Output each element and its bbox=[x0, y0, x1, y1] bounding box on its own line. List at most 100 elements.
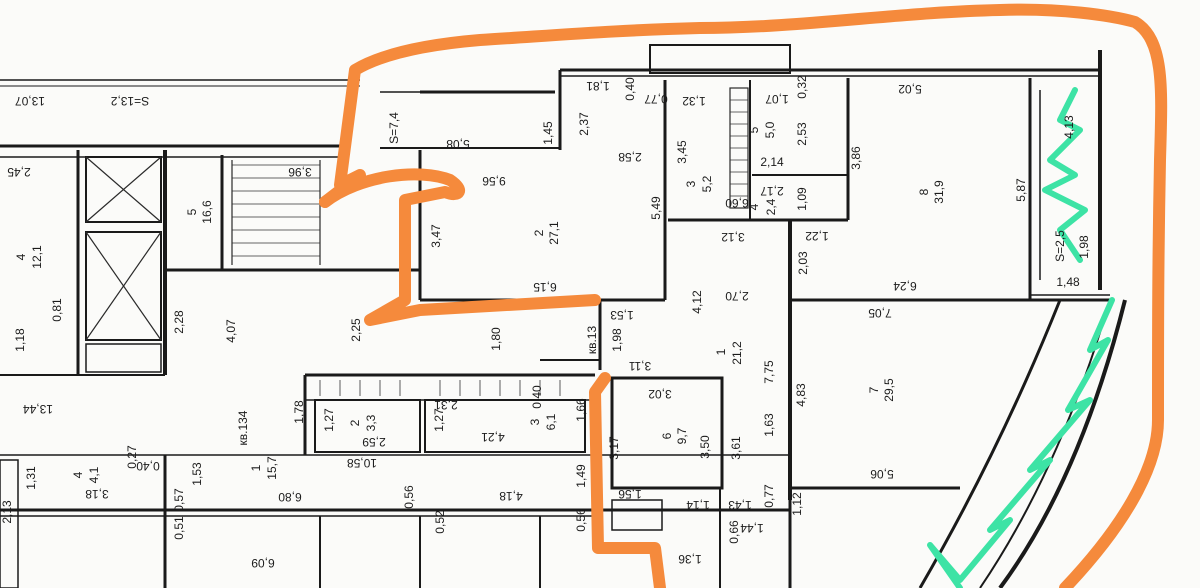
dimension-label: 2,59 bbox=[362, 435, 386, 449]
dimension-label: 6,09 bbox=[251, 556, 275, 570]
dimension-label: 12,1 bbox=[30, 245, 44, 269]
dimension-label: 6,15 bbox=[533, 280, 557, 294]
dimension-label: 7,05 bbox=[868, 306, 892, 320]
orange-outline bbox=[319, 3, 1168, 588]
dimension-label: 2,13 bbox=[0, 500, 14, 524]
room-number: 4 bbox=[14, 253, 28, 260]
dimension-label: 3,17 bbox=[607, 436, 621, 460]
dimension-label: 10,58 bbox=[347, 456, 377, 470]
dimension-label: 2,03 bbox=[796, 251, 810, 275]
dimension-label: 0,32 bbox=[795, 75, 809, 99]
dimension-label: 4,1 bbox=[87, 466, 101, 483]
dimension-label: S=13,2 bbox=[110, 94, 149, 108]
dimension-label: 3,86 bbox=[849, 146, 863, 170]
dimension-label: 2,4 bbox=[764, 198, 778, 215]
dimension-label: 2,31 bbox=[434, 398, 458, 412]
dimension-label: 0,27 bbox=[125, 445, 139, 469]
dimension-label: 0,81 bbox=[50, 298, 64, 322]
room-number: 8 bbox=[917, 188, 931, 195]
dimension-label: 4,07 bbox=[224, 319, 238, 343]
dimension-label: 2,17 bbox=[760, 184, 784, 198]
dimension-label: 1,09 bbox=[795, 187, 809, 211]
room-number: 2 bbox=[532, 229, 546, 236]
dimension-label: 3,50 bbox=[698, 435, 712, 459]
dimension-label: 1,49 bbox=[574, 464, 588, 488]
dimension-label: 1,56 bbox=[618, 487, 642, 501]
dimension-label: 1,98 bbox=[1077, 235, 1091, 259]
room-number: 3 bbox=[684, 180, 698, 187]
dimension-label: S=2,5 bbox=[1053, 230, 1067, 262]
dimension-label: кв.13 bbox=[585, 326, 599, 355]
room-number: 4 bbox=[71, 471, 85, 478]
dimension-label: 31,9 bbox=[932, 180, 946, 204]
dimension-label: 1,27 bbox=[322, 408, 336, 432]
dimension-label: 4,13 bbox=[1062, 115, 1076, 139]
dimension-label: 3,11 bbox=[628, 359, 651, 373]
dimension-label: 0,52 bbox=[433, 510, 447, 534]
dimension-label: 0,40 bbox=[136, 459, 160, 473]
dimension-label: 2,37 bbox=[577, 112, 591, 136]
dimension-label: 9,7 bbox=[675, 427, 689, 444]
dimension-label: 27,1 bbox=[547, 221, 561, 245]
dimension-label: 3,18 bbox=[85, 487, 109, 501]
dimension-label: 0,77 bbox=[762, 484, 776, 508]
dimension-label: 4,21 bbox=[481, 430, 505, 444]
dimension-label: 0,40 bbox=[530, 385, 544, 409]
dimension-label: 1,14 bbox=[686, 498, 710, 512]
dimension-label: 1,43 bbox=[728, 498, 752, 512]
storage-hatching bbox=[319, 380, 561, 396]
dimension-label: 0,51 bbox=[172, 516, 186, 540]
dimension-label: 5,49 bbox=[649, 196, 663, 220]
room-number: 3 bbox=[528, 418, 542, 425]
dimension-label: 1,07 bbox=[765, 92, 789, 106]
dimension-label: 1,45 bbox=[541, 121, 555, 145]
dimension-label: 0,56 bbox=[574, 508, 588, 532]
staircase bbox=[231, 160, 321, 265]
room-number: 5 bbox=[185, 208, 199, 215]
dimension-label: 7,75 bbox=[762, 360, 776, 384]
dimension-label: 0,66 bbox=[727, 520, 741, 544]
dimension-label: 15,7 bbox=[265, 456, 279, 480]
dimension-label: 1,66 bbox=[574, 398, 588, 422]
room-number: 1 bbox=[714, 348, 728, 355]
dimension-label: 1,18 bbox=[13, 328, 27, 352]
dimension-label: 21,2 bbox=[730, 341, 744, 365]
dimension-label: 1,36 bbox=[678, 552, 702, 566]
dimension-label: 3,02 bbox=[648, 387, 672, 401]
dimension-label: 5,08 bbox=[446, 137, 470, 151]
dimension-label: 1,81 bbox=[586, 79, 610, 93]
dimension-label: 1,63 bbox=[762, 413, 776, 437]
dimension-label: 3,3 bbox=[364, 414, 378, 431]
dimension-label: 0,77 bbox=[644, 92, 668, 106]
dimension-label: 5,06 bbox=[870, 467, 894, 481]
dimension-label: 2,45 bbox=[7, 165, 31, 179]
dimension-label: 0,56 bbox=[402, 485, 416, 509]
dimension-label: 29,5 bbox=[882, 378, 896, 402]
room-number: 5 bbox=[747, 126, 761, 133]
dimension-label: 4,12 bbox=[690, 290, 704, 314]
dimension-label: 6,80 bbox=[278, 490, 302, 504]
dimension-label: 1,31 bbox=[24, 466, 38, 490]
dimension-label: 5,02 bbox=[898, 82, 922, 96]
walls bbox=[0, 44, 1127, 588]
dimension-label: 4,83 bbox=[794, 383, 808, 407]
dimension-label: 1,27 bbox=[432, 408, 446, 432]
bathroom-fixtures bbox=[729, 87, 749, 209]
dimension-label: 5,0 bbox=[763, 121, 777, 138]
dimension-label: 2,14 bbox=[760, 155, 784, 169]
dimension-label: 2,53 bbox=[795, 122, 809, 146]
dimension-label: 9,56 bbox=[482, 174, 506, 188]
dimension-label: 13,44 bbox=[23, 402, 53, 416]
dimension-label: 2,58 bbox=[618, 150, 642, 164]
dimension-label: 1,48 bbox=[1056, 275, 1080, 289]
dimension-label: 6,1 bbox=[544, 413, 558, 430]
dimension-label: 16,6 bbox=[200, 200, 214, 224]
dimension-label: 4,18 bbox=[499, 489, 523, 503]
room-number: 1 bbox=[249, 464, 263, 471]
dimension-label: 2,28 bbox=[172, 310, 186, 334]
dimension-label: 3,96 bbox=[288, 165, 312, 179]
dimension-label: 3,61 bbox=[729, 436, 743, 460]
